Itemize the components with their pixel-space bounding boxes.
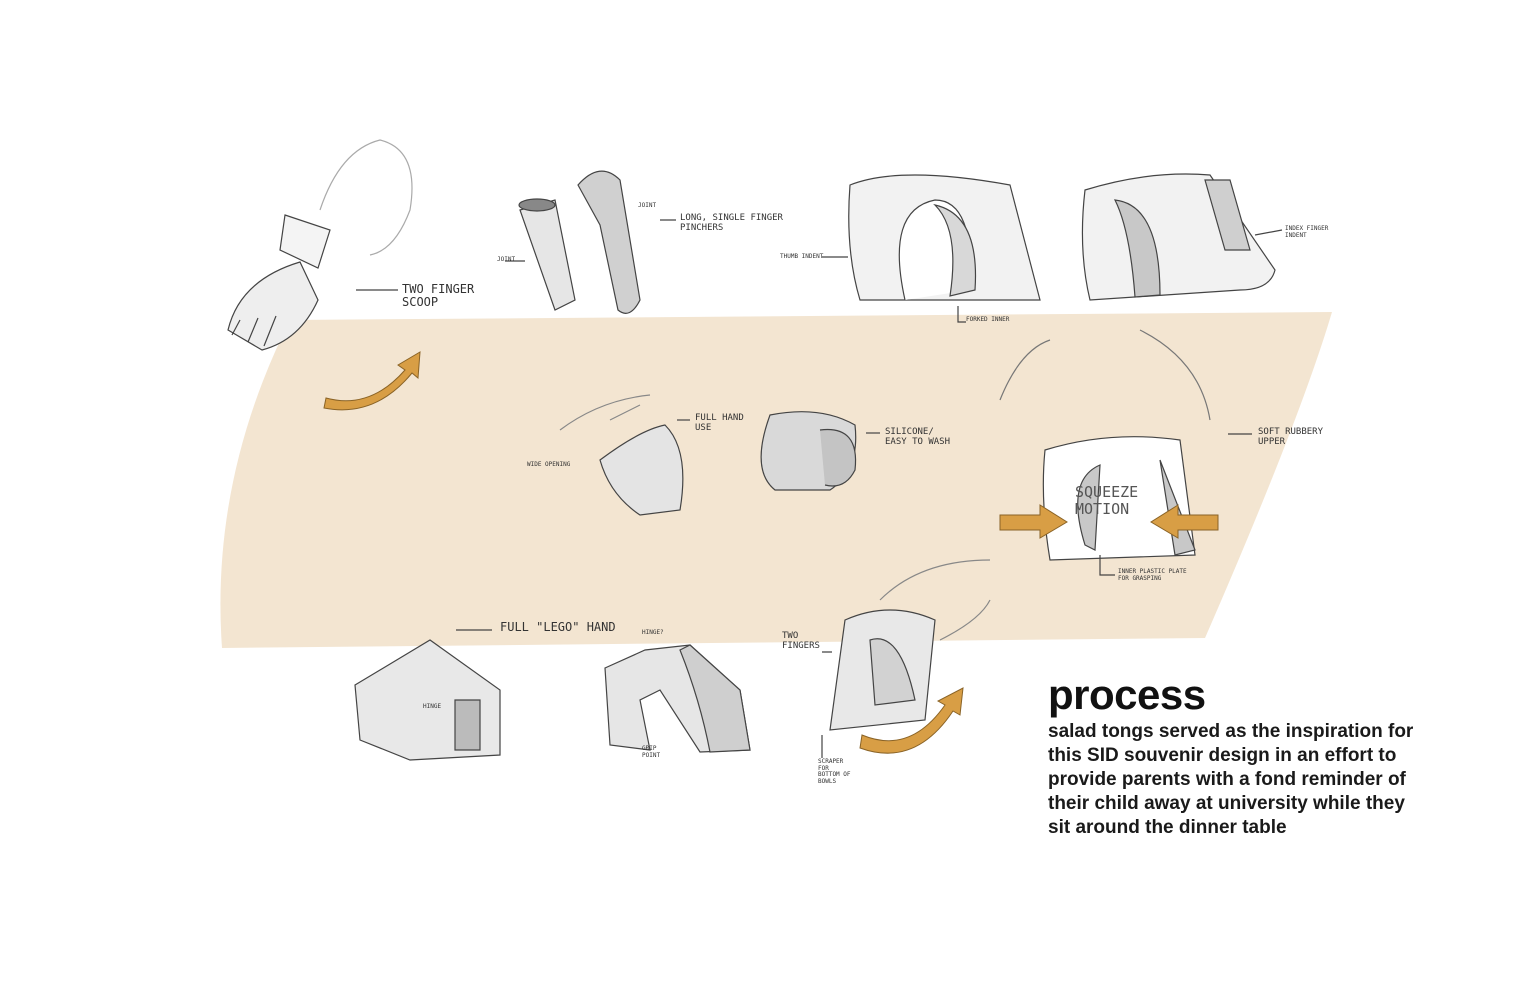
annotation-grip-point: GRIP POINT [642, 745, 661, 759]
annotation-squeeze-motion: SQUEEZE MOTION [1075, 483, 1139, 518]
pinchers-sketch [505, 170, 676, 314]
left-arrow-icon [1150, 504, 1219, 539]
process-description: salad tongs served as the inspiration fo… [1048, 721, 1414, 838]
annotation-joint-top: JOINT [638, 202, 657, 209]
scoop-sketch [227, 139, 413, 351]
hinge-sketch [604, 644, 751, 753]
annotation-full-hand-use: FULL HAND USE [695, 413, 744, 433]
squeeze-sketch [999, 329, 1252, 576]
process-title: process [1048, 671, 1206, 718]
annotation-silicone: SILICONE/ EASY TO WASH [885, 427, 951, 447]
curved-arrow-icon [859, 687, 964, 754]
two-finger-sketch [821, 559, 991, 758]
annotation-scraper: SCRAPER FOR BOTTOM OF BOWLS [818, 758, 851, 785]
lego-hand-sketch [354, 629, 501, 761]
curved-arrow-icon [323, 351, 421, 411]
annotation-long-single-finger: LONG, SINGLE FINGER PINCHERS [680, 213, 783, 233]
annotation-two-fingers: TWO FINGERS [782, 631, 820, 651]
right-arrow-icon [999, 504, 1068, 539]
silicone-sketch [760, 411, 880, 491]
annotation-index-finger-indent: INDEX FINGER INDENT [1285, 225, 1329, 239]
annotation-hinge-question: HINGE? [642, 629, 664, 636]
annotation-soft-rubbery-upper: SOFT RUBBERY UPPER [1258, 427, 1324, 447]
annotation-thumb-indent: THUMB INDENT [780, 253, 824, 260]
index-indent-sketch [1081, 173, 1283, 301]
annotation-inner-plastic-plate: INNER PLASTIC PLATE FOR GRASPING [1118, 568, 1187, 582]
annotation-full-lego-hand: FULL "LEGO" HAND [500, 620, 616, 634]
annotation-joint-left: JOINT [497, 256, 516, 263]
forked-inner-sketch [822, 174, 1041, 323]
full-hand-sketch [559, 394, 690, 516]
annotation-wide-opening: WIDE OPENING [527, 461, 571, 468]
process-text-block: process salad tongs served as the inspir… [1048, 672, 1428, 840]
annotation-forked-inner: FORKED INNER [966, 316, 1010, 323]
annotation-hinge: HINGE [423, 703, 442, 710]
annotation-two-finger-scoop: TWO FINGER SCOOP [402, 282, 475, 310]
